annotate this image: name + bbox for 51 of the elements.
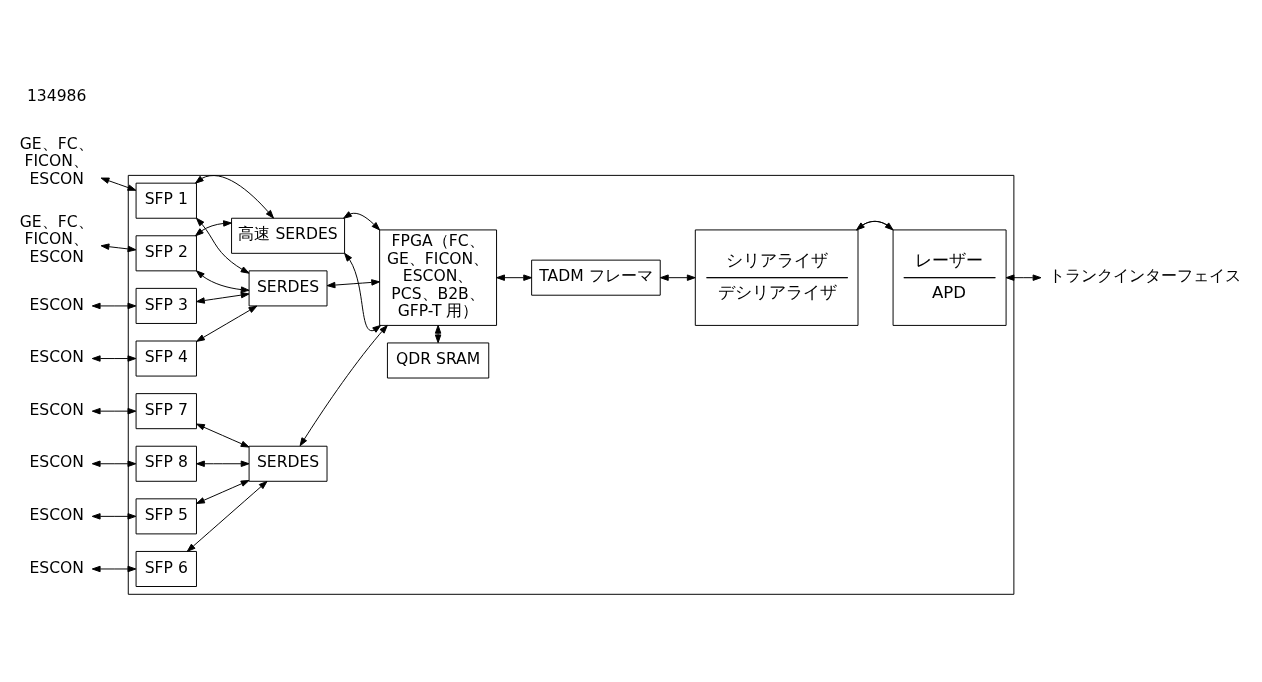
arrow xyxy=(196,423,250,448)
node-text: ESCON xyxy=(29,400,84,419)
arrow xyxy=(1005,274,1042,281)
node-box: SFP 4 xyxy=(135,340,197,377)
arrow xyxy=(196,480,250,504)
arrow xyxy=(100,177,137,191)
node-text: ESCON xyxy=(29,295,84,314)
arrow xyxy=(344,252,382,333)
node-text: トランクインターフェイス xyxy=(1049,267,1242,286)
node-box: SFP 8 xyxy=(135,445,197,482)
node-box: 高速 SERDES xyxy=(231,217,346,254)
node-box: SFP 7 xyxy=(135,393,197,430)
node-box: SFP 5 xyxy=(135,498,197,535)
arrow xyxy=(91,460,137,467)
node-box: QDR SRAM xyxy=(386,342,490,379)
arrow xyxy=(196,217,250,274)
arrow xyxy=(91,513,137,520)
arrow xyxy=(91,302,137,310)
arrow xyxy=(186,480,268,552)
node-text: GE、FC、FICON、ESCON xyxy=(19,212,94,266)
arrow xyxy=(299,325,388,447)
node-box: FPGA（FC、GE、FICON、ESCON、PCS、B2B、GFP-T 用） xyxy=(379,229,498,326)
node-box: SFP 2 xyxy=(135,235,197,272)
arrow xyxy=(196,270,250,293)
arrow xyxy=(326,279,381,289)
arrow xyxy=(91,565,137,573)
arrow xyxy=(100,243,137,253)
node-box: TADM フレーマ xyxy=(531,259,661,296)
label: 134986 xyxy=(26,87,87,106)
arrow xyxy=(195,220,232,237)
node-text: ESCON xyxy=(29,506,84,525)
arrow xyxy=(659,274,696,281)
node-text: ESCON xyxy=(29,348,84,367)
node-text: ESCON xyxy=(29,558,84,577)
node-text: ESCON xyxy=(29,453,84,472)
arrow xyxy=(91,407,137,415)
arrow xyxy=(196,305,258,342)
arrow xyxy=(496,274,533,281)
arrow xyxy=(195,175,274,219)
node-box: SFP 3 xyxy=(135,287,197,324)
node-box: SFP 6 xyxy=(135,550,197,587)
node-box: レーザー APD xyxy=(892,229,1007,326)
node-box: シリアライザ デシリアライザ xyxy=(694,229,859,326)
node-box: SERDES xyxy=(248,270,328,307)
arrow xyxy=(196,291,250,304)
node-box: SERDES xyxy=(248,445,328,482)
arrow xyxy=(343,211,381,231)
node-text: GE、FC、FICON、ESCON xyxy=(19,134,94,188)
node-box: SFP 1 xyxy=(135,182,197,219)
arrow xyxy=(91,355,137,362)
arrow xyxy=(196,460,250,467)
